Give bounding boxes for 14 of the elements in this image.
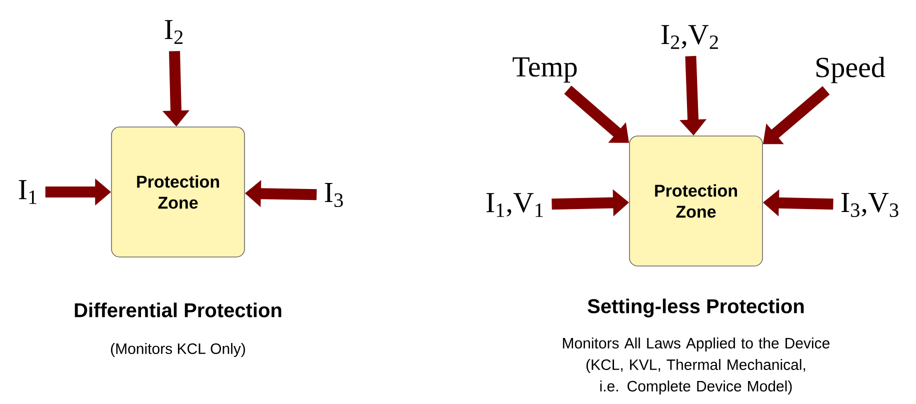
input-label: I$_{3}$,V$_{3}$: [841, 192, 898, 218]
input-label: I$_{3}$: [324, 182, 343, 208]
description: Monitors All Laws Applied to the Device (KCL, KVL, Thermal Mechanical, i.e. Complete Device Model): [563, 338, 830, 394]
zone-box: Protection Zone: [111, 126, 245, 258]
zone-box: Protection Zone: [629, 136, 763, 266]
subtitle: (Monitors KCL Only): [111, 343, 245, 357]
heading: Differential Protection: [74, 302, 282, 318]
input-label: Speed: [816, 56, 886, 84]
input-label: Temp: [512, 57, 577, 83]
input-label: I$_{1}$: [18, 180, 36, 204]
input-label: I$_{1}$,V$_{1}$: [486, 193, 543, 217]
input-label: I$_{2}$: [164, 20, 183, 44]
heading: Setting-less Protection: [588, 298, 804, 318]
input-label: I$_{2}$,V$_{2}$: [661, 25, 718, 49]
